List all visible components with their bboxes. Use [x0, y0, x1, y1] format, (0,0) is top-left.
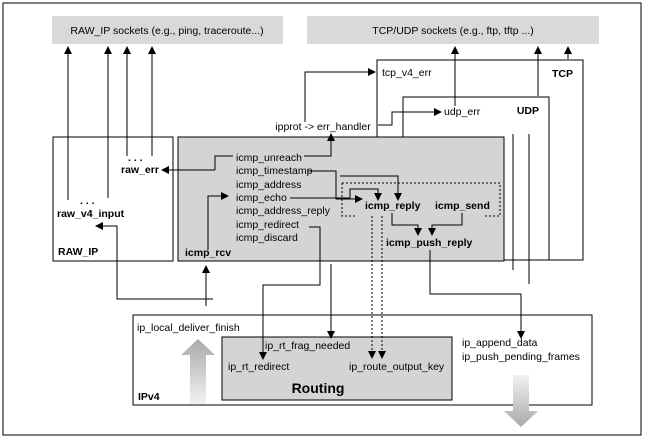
udp-err-label: udp_err [444, 106, 481, 118]
raw-err-dots: . . . [128, 152, 143, 164]
tcp-title: TCP [552, 68, 573, 80]
icmp-handler-unreach: icmp_unreach [236, 152, 302, 164]
icmp-handler-redirect: icmp_redirect [236, 219, 299, 231]
icmp-handler-echo: icmp_echo [236, 192, 287, 204]
receive-up-arrow-icon [181, 339, 215, 404]
tcpudp-sockets-bar [307, 16, 599, 44]
routing-title: Routing [292, 380, 345, 396]
raw-sockets-bar [52, 16, 283, 44]
ip-rt-frag-needed-label: ip_rt_frag_needed [265, 340, 350, 352]
ipprot-err-handler-label: ipprot -> err_handler [275, 121, 371, 133]
icmp-handler-address: icmp_address [236, 179, 301, 191]
raw-ip-block [52, 136, 174, 262]
raw-sockets-label: RAW_IP sockets (e.g., ping, traceroute..… [70, 25, 263, 37]
routing-block [221, 336, 453, 401]
raw-v4-input-label: raw_v4_input [57, 208, 125, 220]
ip-route-output-key-label: ip_route_output_key [349, 361, 445, 373]
tcp-v4-err-label: tcp_v4_err [382, 67, 432, 79]
ip-rt-redirect-label: ip_rt_redirect [228, 361, 289, 373]
icmp-push-reply-label: icmp_push_reply [386, 237, 473, 249]
icmp-send-label: icmp_send [435, 200, 490, 212]
tcpudp-sockets-label: TCP/UDP sockets (e.g., ftp, tftp ...) [372, 25, 533, 37]
raw-err-label: raw_err [121, 164, 159, 176]
connectors [64, 46, 572, 360]
ip-append-data-label: ip_append_data [462, 337, 537, 349]
icmp-reply-region-dotted [341, 183, 356, 217]
raw-ip-title: RAW_IP [58, 246, 98, 258]
icmp-reply-label: icmp_reply [365, 200, 421, 212]
icmp-rcv-label: icmp_rcv [185, 247, 231, 259]
raw-input-dots: . . . [80, 195, 95, 207]
ipv4-title: IPv4 [138, 391, 160, 403]
icmp-handler-discard: icmp_discard [236, 232, 298, 244]
ip-local-deliver-finish-label: ip_local_deliver_finish [137, 322, 240, 334]
transmit-down-arrow-icon [504, 375, 538, 427]
udp-title: UDP [517, 105, 539, 117]
icmp-handler-address-reply: icmp_address_reply [236, 205, 331, 217]
ip-push-pending-frames-label: ip_push_pending_frames [462, 351, 580, 363]
icmp-handler-timestamp: icmp_timestamp [236, 165, 313, 177]
